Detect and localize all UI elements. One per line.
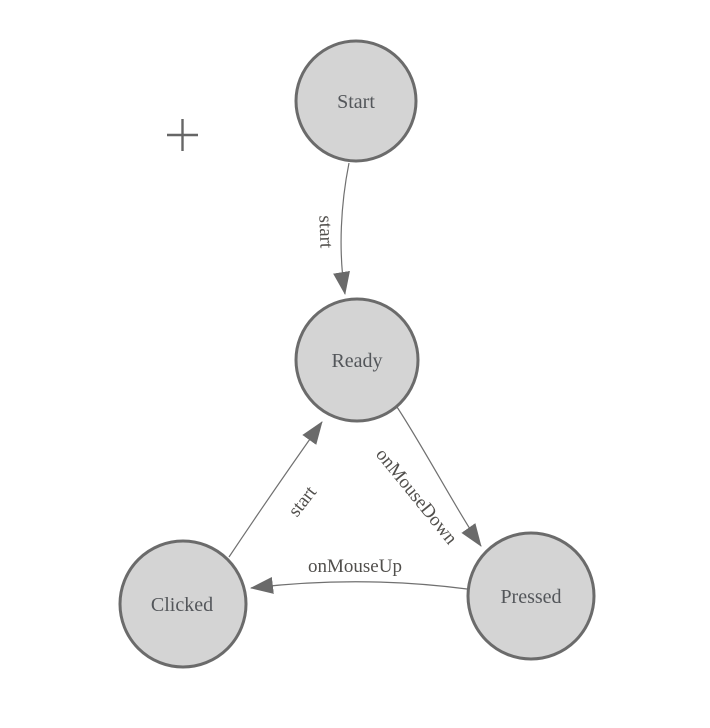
node-start-label: Start [337, 91, 375, 113]
edge-ready-to-pressed[interactable] [396, 406, 482, 547]
edge-clicked-to-ready[interactable] [228, 421, 323, 558]
edge-pressed-to-clicked[interactable] [250, 576, 468, 594]
edge-start-to-ready[interactable] [333, 162, 350, 295]
node-clicked-label: Clicked [151, 594, 213, 616]
edge-label-start-2: start [284, 482, 321, 521]
node-pressed-circle[interactable] [466, 531, 596, 661]
edge-label-onmousedown: onMouseDown [371, 444, 461, 549]
node-clicked-circle[interactable] [118, 539, 248, 669]
node-pressed-label: Pressed [500, 586, 561, 608]
crosshair-cursor [167, 119, 198, 151]
node-ready-label: Ready [331, 350, 382, 372]
edge-label-start-1: start [314, 215, 336, 249]
node-ready-circle[interactable] [294, 297, 420, 423]
node-ready[interactable]: Ready [294, 297, 420, 423]
node-clicked[interactable]: Clicked [118, 539, 248, 669]
node-start[interactable]: Start [294, 39, 418, 163]
node-pressed[interactable]: Pressed [466, 531, 596, 661]
edge-label-onmouseup: onMouseUp [308, 556, 402, 577]
node-start-circle[interactable] [294, 39, 418, 163]
